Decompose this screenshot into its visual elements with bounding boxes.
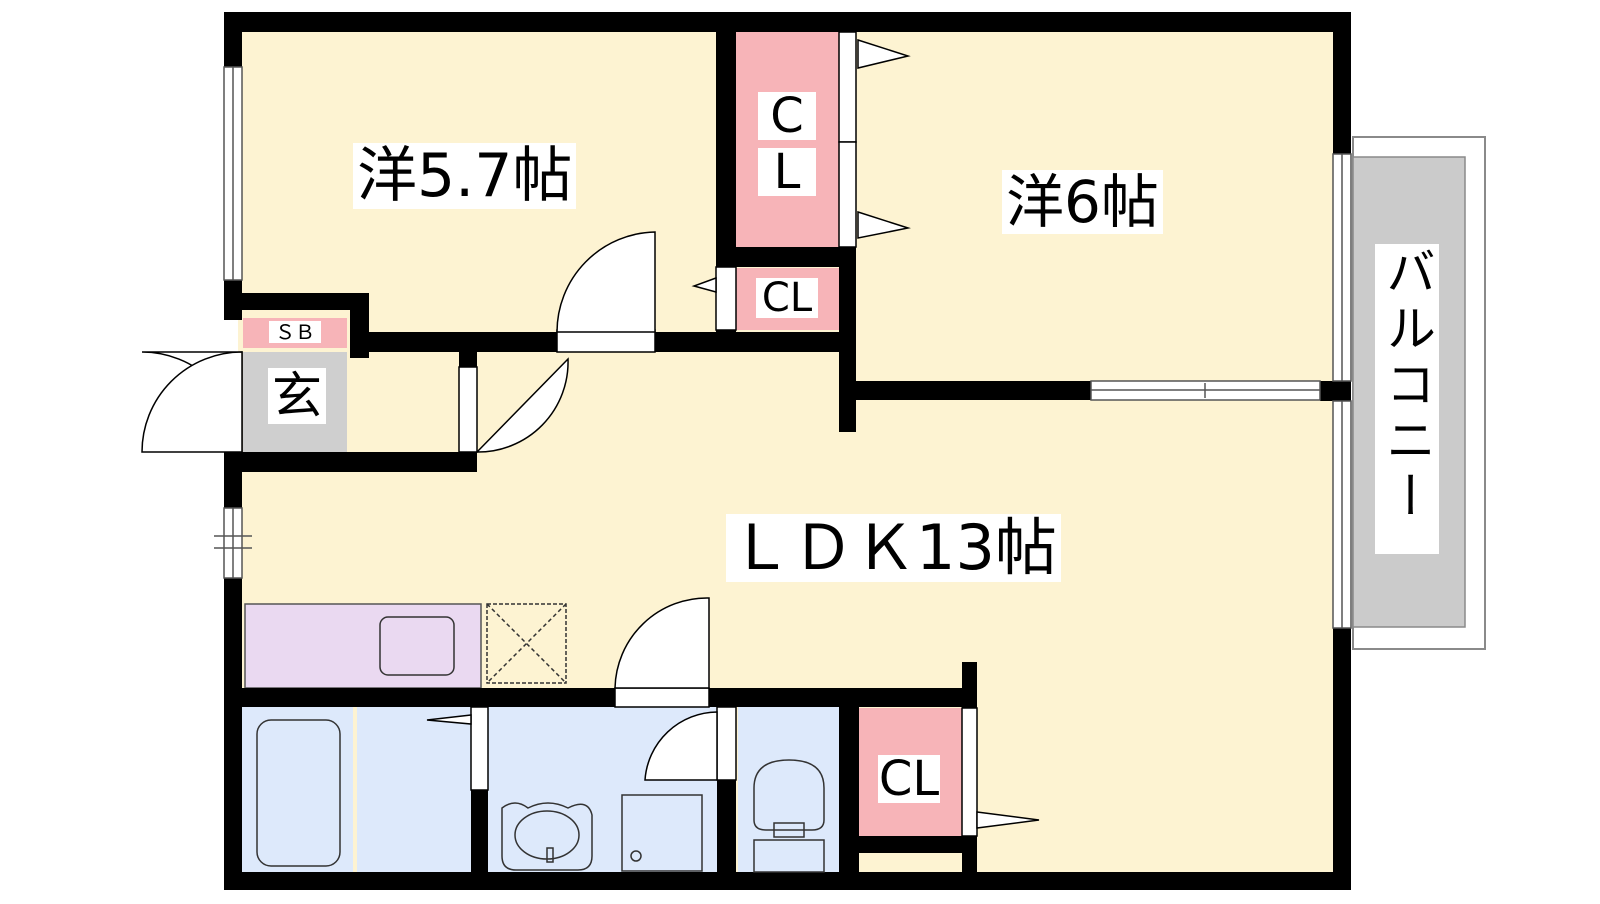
kitchen-sink [379, 616, 455, 676]
bathtub [256, 719, 341, 867]
washing-machine [621, 794, 703, 872]
windows [214, 66, 1352, 629]
washbasin [501, 802, 593, 871]
room-label-western-1: 洋5.7帖 [353, 143, 577, 209]
doors [141, 31, 1040, 837]
walls [224, 12, 1351, 890]
room-label-ldk: ＬＤＫ13帖 [726, 514, 1061, 582]
balcony-label-text: バルコニー [1378, 246, 1436, 526]
closet-tall-label-line1: C [758, 92, 816, 140]
kitchen-counter [244, 603, 482, 689]
stove-box [486, 603, 567, 684]
closet-ldk-label: CL [878, 751, 940, 807]
toilet [753, 759, 825, 831]
room-label-western-2: 洋6帖 [1002, 170, 1163, 234]
closet-tall-fill [736, 32, 839, 248]
closet-tall-label-line2: L [758, 148, 816, 196]
entrance-label: 玄 [268, 368, 326, 424]
shoe-box-label: ＳＢ [269, 321, 321, 343]
closet-small-label: CL [756, 278, 818, 318]
washroom-fill [357, 707, 717, 877]
balcony-label [1375, 244, 1439, 554]
toilet-fill [738, 707, 839, 877]
fixtures [256, 603, 825, 873]
bathroom-fill [242, 707, 353, 877]
